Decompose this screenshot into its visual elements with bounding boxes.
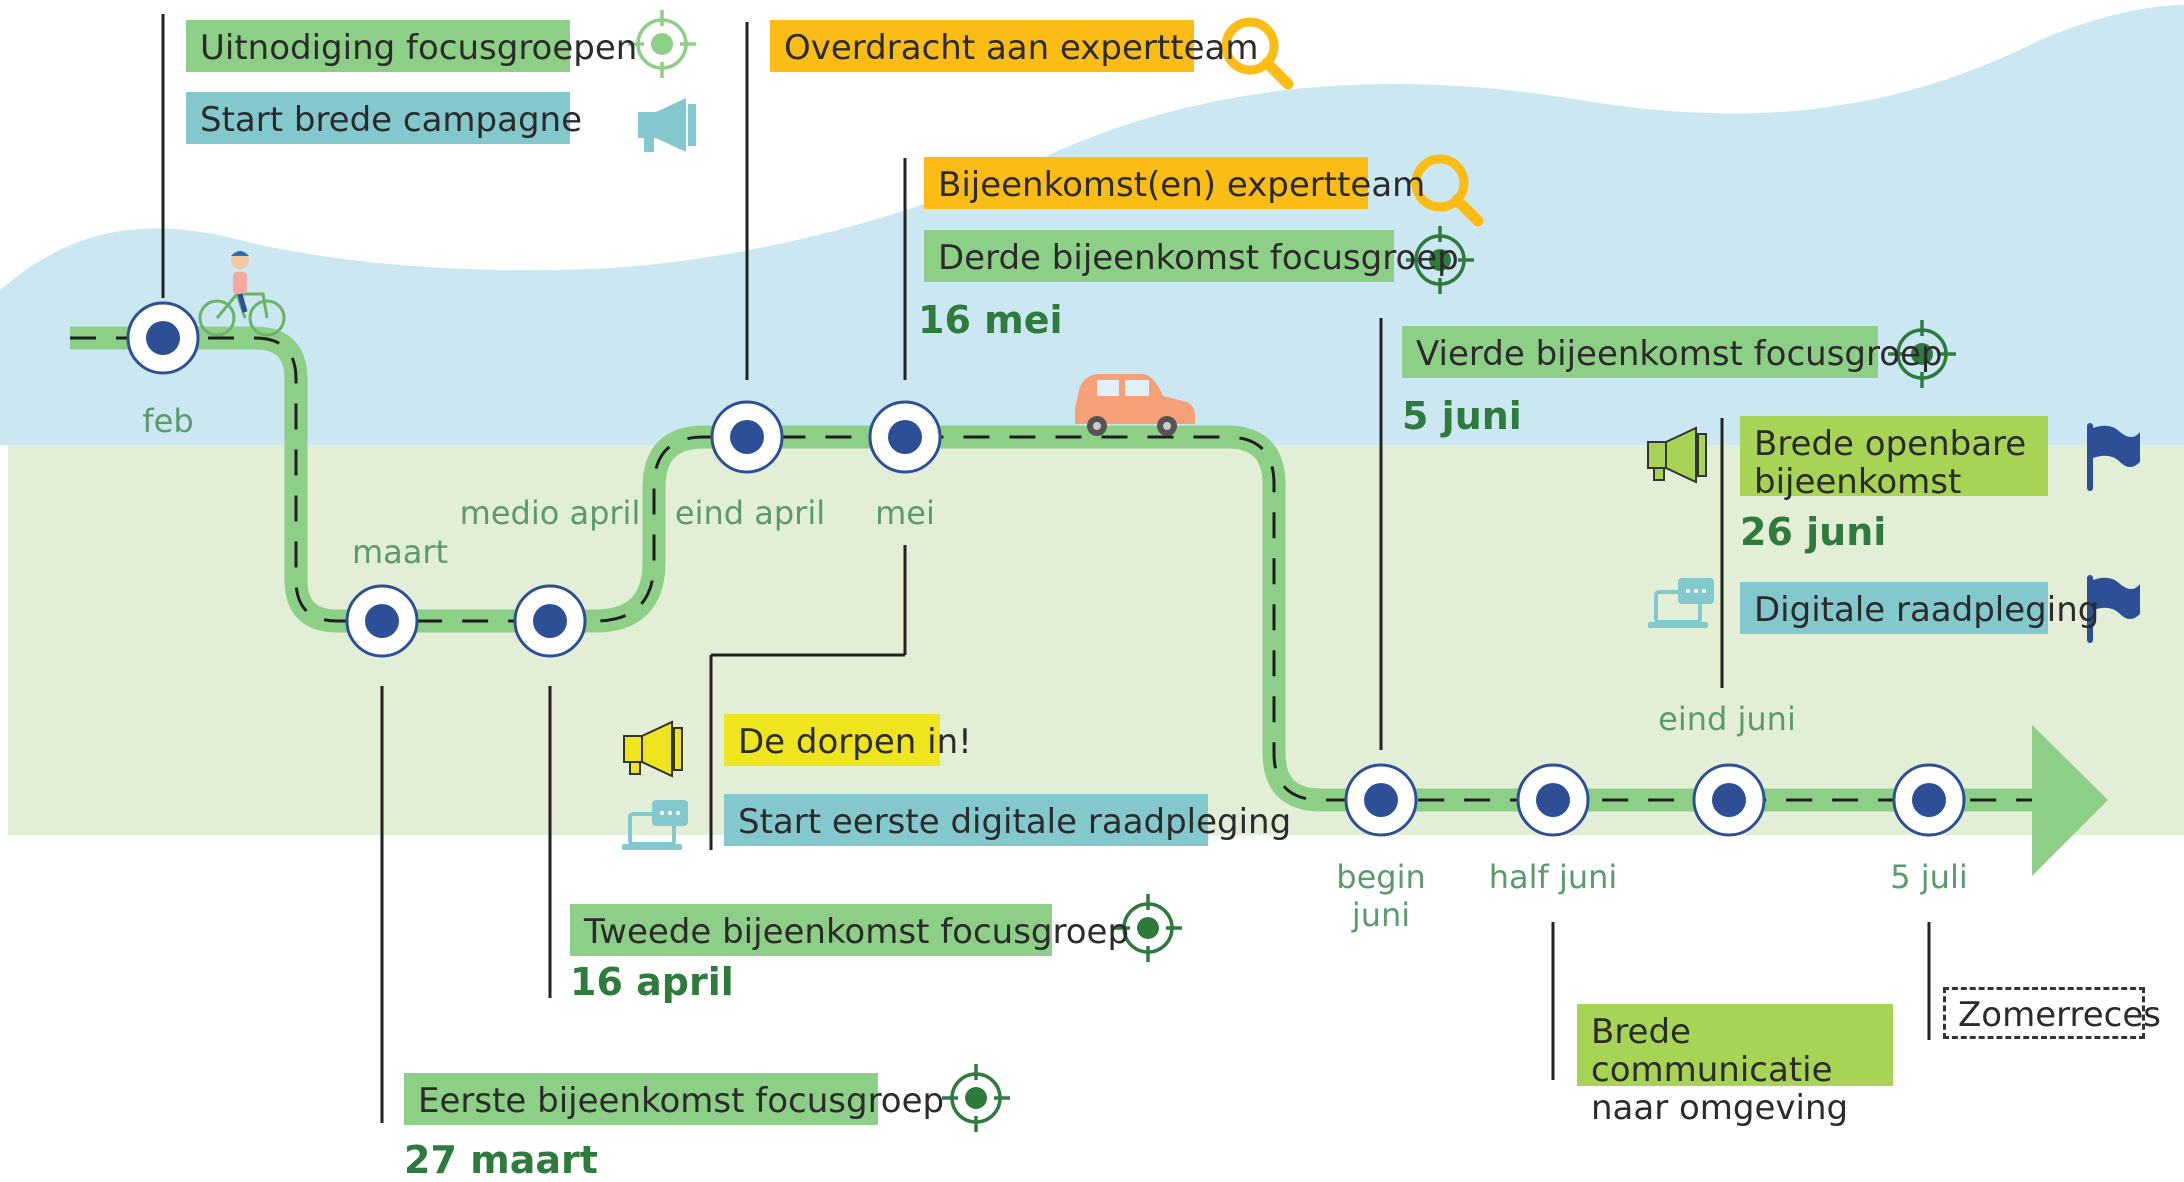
node-medio-april	[513, 584, 587, 658]
month-label-feb: feb	[142, 402, 194, 440]
month-label-eind-juni: eind juni	[1658, 700, 1796, 738]
road-centerline	[70, 336, 2060, 802]
date-5-juni: 5 juni	[1402, 394, 1522, 438]
label-digitale-raadpleging: Digitale raadpleging	[1740, 582, 2099, 634]
node-mei	[868, 400, 942, 474]
target-icon-uitnodiging	[628, 10, 696, 78]
label-bijeenkomst-expertteam: Bijeenkomst(en) expertteam	[924, 157, 1425, 209]
label-eerste-bijeenkomst: Eerste bijeenkomst focusgroep	[404, 1073, 944, 1125]
car-icon	[1075, 374, 1195, 436]
label-uitnodiging-focusgroepen: Uitnodiging focusgroepen	[186, 20, 637, 72]
connector-lines	[161, 14, 1931, 1123]
node-eind-april	[710, 400, 784, 474]
label-overdracht-expertteam: Overdracht aan expertteam	[770, 20, 1258, 72]
month-label-eind-april: eind april	[674, 494, 826, 532]
label-zomerreces: Zomerreces	[1943, 987, 2161, 1039]
cyclist-icon	[198, 251, 286, 337]
month-label-medio-april: medio april	[459, 494, 641, 532]
node-half-juni	[1516, 763, 1590, 837]
month-label-maart: maart	[351, 533, 449, 571]
label-brede-openbare-bijeenkomst: Brede openbare bijeenkomst	[1740, 416, 2048, 501]
label-brede-communicatie: Brede communicatie naar omgeving	[1577, 1004, 1893, 1127]
node-feb	[126, 301, 200, 375]
month-label-5-juli: 5 juli	[1890, 858, 1968, 896]
date-16-april: 16 april	[570, 960, 734, 1004]
target-icon-eerste	[940, 1062, 1012, 1134]
month-label-mei: mei	[875, 494, 935, 532]
node-begin-juni	[1344, 763, 1418, 837]
megaphone-icon-openbare	[1647, 426, 1707, 484]
megaphone-icon-campagne	[638, 98, 696, 152]
label-vierde-bijeenkomst: Vierde bijeenkomst focusgroep	[1402, 326, 1943, 378]
node-eind-juni	[1692, 763, 1766, 837]
label-start-eerste-digitale-raadpleging: Start eerste digitale raadpleging	[724, 794, 1291, 846]
date-16-mei: 16 mei	[918, 298, 1063, 342]
label-tweede-bijeenkomst: Tweede bijeenkomst focusgroep	[570, 904, 1129, 956]
label-de-dorpen-in: De dorpen in!	[724, 714, 972, 766]
node-maart	[345, 584, 419, 658]
month-label-begin-juni: begin juni	[1336, 858, 1426, 934]
month-label-half-juni: half juni	[1488, 858, 1618, 896]
target-icons	[628, 10, 1958, 1134]
date-27-maart: 27 maart	[404, 1138, 598, 1182]
date-26-juni: 26 juni	[1740, 510, 1887, 554]
megaphone-icon-dorpen	[623, 720, 683, 778]
node-5-juli	[1892, 763, 1966, 837]
label-derde-bijeenkomst: Derde bijeenkomst focusgroep	[924, 230, 1459, 282]
label-start-brede-campagne: Start brede campagne	[186, 92, 582, 144]
